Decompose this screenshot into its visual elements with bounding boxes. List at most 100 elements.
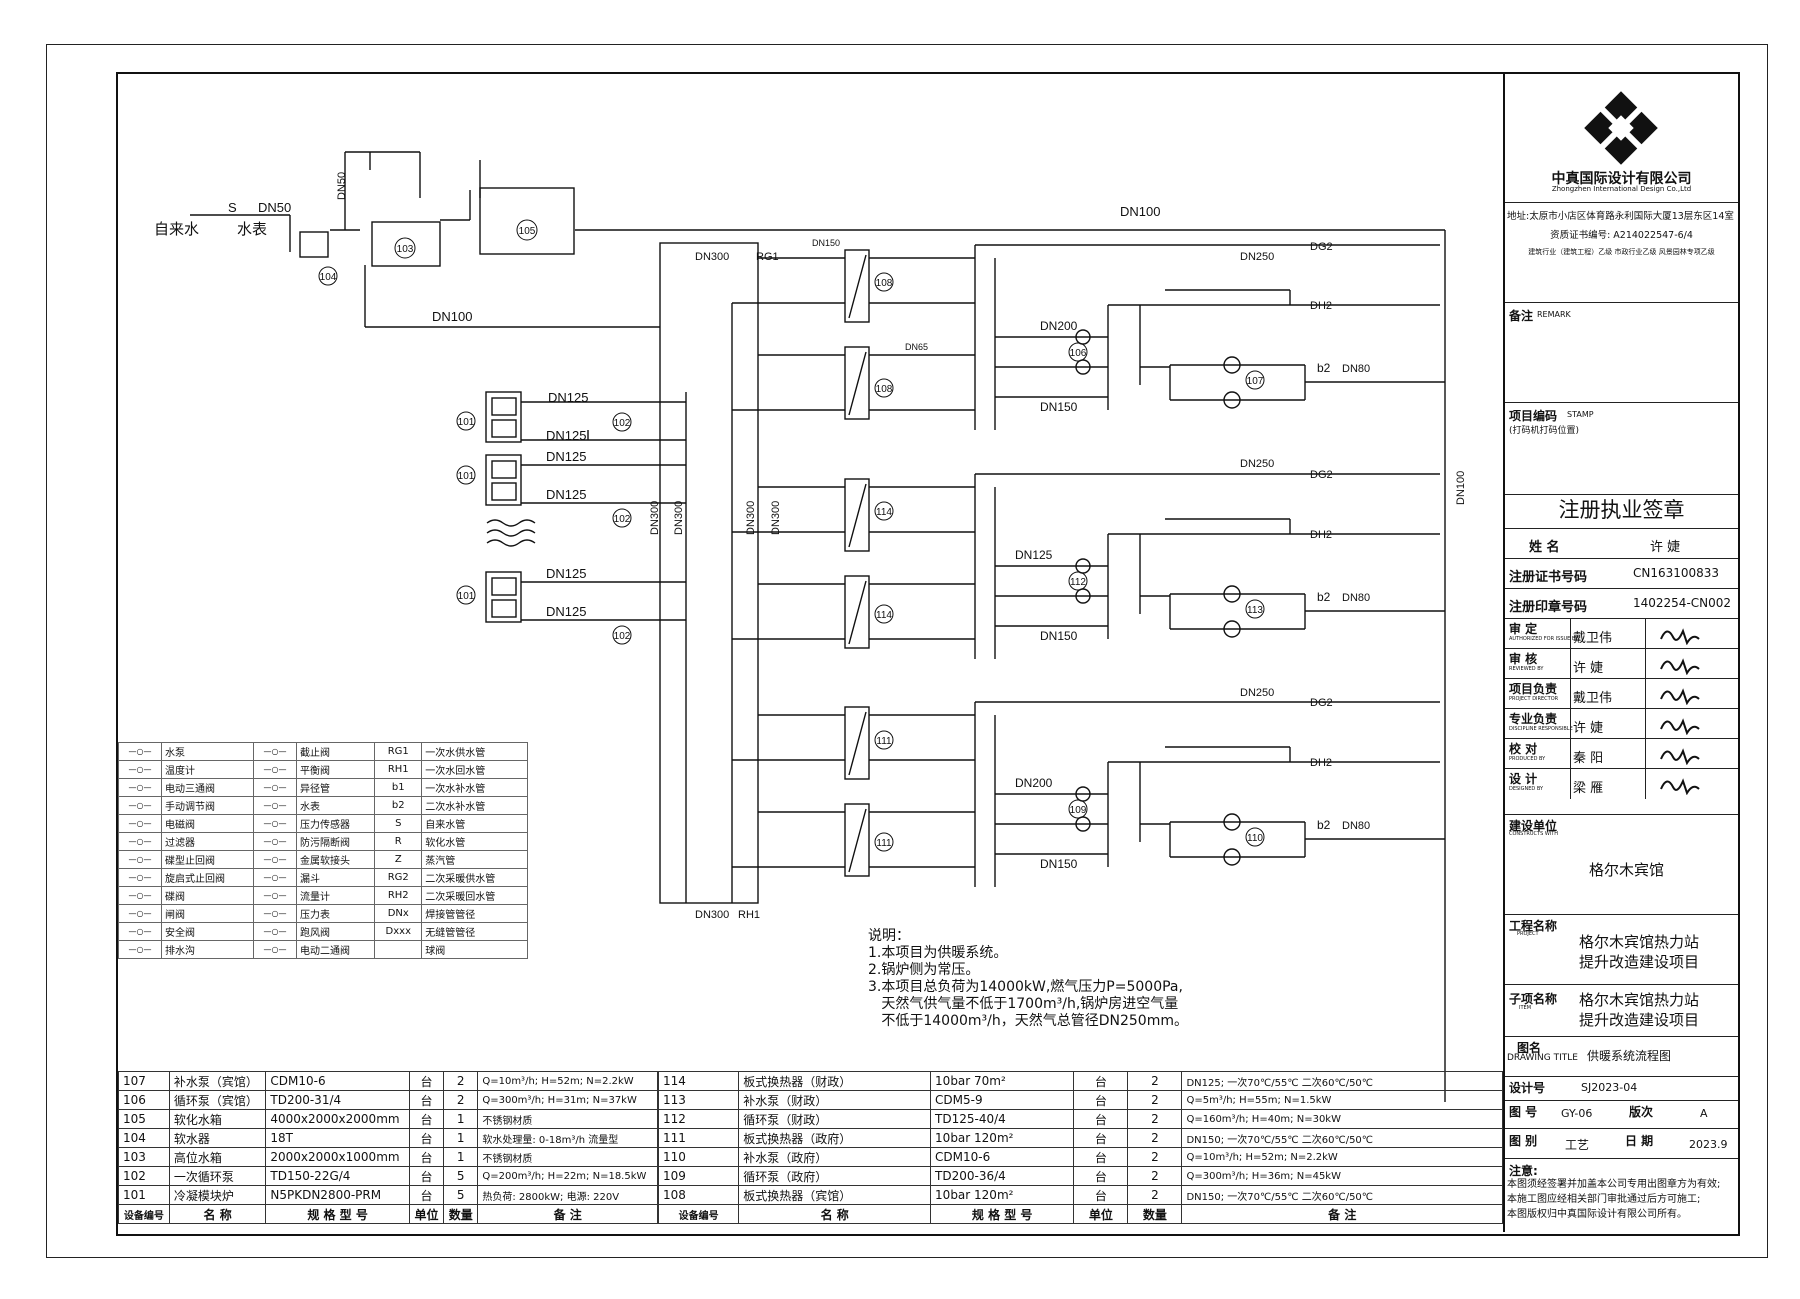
reg-cert-label: 注册证书号码 bbox=[1509, 570, 1588, 585]
equipment-cell: 10bar 120m² bbox=[930, 1128, 1075, 1148]
dn200-label-1: DN200 bbox=[1040, 319, 1078, 333]
hx-hotel-id-1: 108 bbox=[876, 278, 893, 289]
dg2-label-1: DG2 bbox=[1310, 241, 1333, 253]
hx-gov-id-1: 111 bbox=[876, 736, 892, 747]
legend-text: 自来水管 bbox=[421, 814, 528, 833]
equipment-header-cell: 单位 bbox=[1073, 1204, 1129, 1224]
equipment-header-cell: 备 注 bbox=[477, 1204, 658, 1224]
legend-text: R bbox=[374, 832, 423, 851]
legend-text: b2 bbox=[374, 796, 423, 815]
reg-cert-row: 注册证书号码 CN163100833 bbox=[1505, 558, 1738, 589]
equipment-cell: 循环泵（政府） bbox=[738, 1166, 932, 1186]
item-en: ITEM bbox=[1519, 1005, 1532, 1011]
signature-icon bbox=[1660, 778, 1700, 795]
approval-en: DISCIPLINE RESPONSIBLE bbox=[1509, 726, 1573, 732]
legend-text: 一次水回水管 bbox=[421, 760, 528, 779]
approval-divider bbox=[1570, 709, 1571, 739]
approval-label: 审 核 bbox=[1509, 652, 1538, 666]
legend-text: 软化水管 bbox=[421, 832, 528, 851]
legend-text: 金属软接头 bbox=[295, 850, 376, 869]
rg1-label: RG1 bbox=[756, 251, 779, 263]
approval-name: 梁 雁 bbox=[1573, 781, 1604, 796]
item-label: 子项名称 bbox=[1509, 992, 1558, 1006]
project-code-note: (打码机打码位置) bbox=[1509, 426, 1580, 436]
equipment-cell: TD150-22G/4 bbox=[265, 1166, 410, 1186]
drawing-en: DRAWING TITLE bbox=[1507, 1053, 1578, 1063]
equipment-cell: 110 bbox=[657, 1147, 740, 1167]
approval-en: REVIEWED BY bbox=[1509, 666, 1544, 672]
equipment-cell: 105 bbox=[118, 1109, 170, 1129]
reg-cert-value: CN163100833 bbox=[1633, 566, 1720, 580]
equipment-cell: 10bar 70m² bbox=[930, 1071, 1075, 1091]
company-certificate: 资质证书编号: A214022547-6/4 bbox=[1550, 230, 1693, 241]
dn125-label-5: DN125 bbox=[546, 566, 586, 581]
legend-text: S bbox=[374, 814, 423, 833]
equipment-cell: 台 bbox=[408, 1185, 445, 1205]
equipment-cell: DN150; 一次70℃/55℃ 二次60℃/50℃ bbox=[1181, 1185, 1503, 1205]
equipment-header-row: 设备编号名 称规 格 型 号单位数量备 注 bbox=[657, 1204, 1503, 1224]
approval-en: PROJECT DIRECTOR bbox=[1509, 696, 1559, 702]
equipment-cell: 不锈钢材质 bbox=[477, 1109, 658, 1129]
boiler-id-3: 101 bbox=[458, 591, 475, 602]
equipment-cell: 104 bbox=[118, 1128, 170, 1148]
legend-text: 手动调节阀 bbox=[161, 796, 254, 815]
dn300-vertical-4: DN300 bbox=[770, 501, 782, 535]
equipment-cell: 台 bbox=[1073, 1128, 1129, 1148]
equipment-cell: 不锈钢材质 bbox=[477, 1147, 658, 1167]
pump-hotel-id: 106 bbox=[1070, 348, 1087, 359]
pump-fin-id: 112 bbox=[1070, 577, 1086, 588]
attention-line: 本施工图应经相关部门审批通过后方可施工; bbox=[1507, 1194, 1701, 1205]
equipment-cell: TD200-31/4 bbox=[265, 1090, 410, 1110]
approval-en: AUTHORIZED FOR ISSUE BY bbox=[1509, 636, 1579, 642]
note-line: 1.本项目为供暖系统。 bbox=[868, 945, 1008, 961]
equipment-cell: 循环泵（财政） bbox=[738, 1109, 932, 1129]
legend-symbol-icon: —○— bbox=[253, 814, 297, 833]
legend-text bbox=[374, 940, 423, 959]
note-line: 3.本项目总负荷为14000kW,燃气压力P=5000Pa, bbox=[868, 979, 1183, 995]
equipment-cell: Q=300m³/h; H=36m; N=45kW bbox=[1181, 1166, 1503, 1186]
equipment-cell: 循环泵（宾馆） bbox=[168, 1090, 267, 1110]
equipment-cell: 软水处理量: 0-18m³/h 流量型 bbox=[477, 1128, 658, 1148]
project-row: 工程名称 PROJECT 格尔木宾馆热力站 提升改造建设项目 bbox=[1505, 914, 1738, 985]
legend-symbol-icon: —○— bbox=[253, 868, 297, 887]
legend-text: 截止阀 bbox=[295, 742, 376, 761]
category-value: 工艺 bbox=[1565, 1138, 1590, 1152]
equipment-cell: 冷凝模块炉 bbox=[168, 1185, 267, 1205]
signature-icon bbox=[1660, 748, 1700, 765]
b2-label-3: b2 bbox=[1317, 818, 1331, 832]
equipment-cell: 107 bbox=[118, 1071, 170, 1091]
legend-text: Z bbox=[374, 850, 423, 869]
legend-text: RH1 bbox=[374, 760, 423, 779]
client-label: 建设单位 bbox=[1509, 819, 1558, 833]
remark-row: 备注 REMARK bbox=[1505, 302, 1738, 403]
signature-icon bbox=[1660, 658, 1700, 675]
client-row: 建设单位 CONSTRUCTS WITH 格尔木宾馆 bbox=[1505, 814, 1738, 901]
equipment-cell: 台 bbox=[408, 1166, 445, 1186]
approval-divider bbox=[1645, 649, 1646, 679]
b2-label-2: b2 bbox=[1317, 590, 1331, 604]
equipment-cell: Q=300m³/h; H=31m; N=37kW bbox=[477, 1090, 658, 1110]
legend-text: 安全阀 bbox=[161, 922, 254, 941]
revision-value: A bbox=[1700, 1107, 1708, 1120]
attention-line: 本图须经签署并加盖本公司专用出图章方为有效; bbox=[1507, 1179, 1721, 1190]
reg-seal-value: 1402254-CN002 bbox=[1633, 596, 1732, 610]
legend-symbol-icon: —○— bbox=[118, 940, 162, 959]
dn150-label-1: DN150 bbox=[1040, 400, 1078, 414]
legend-text: RG2 bbox=[374, 868, 423, 887]
equipment-cell: 103 bbox=[118, 1147, 170, 1167]
dn300-top-label: DN300 bbox=[695, 251, 729, 263]
legend-symbol-icon: —○— bbox=[118, 814, 162, 833]
legend-text: 排水沟 bbox=[161, 940, 254, 959]
company-info: 地址:太原市小店区体育路永利国际大厦13层东区14室 资质证书编号: A2140… bbox=[1505, 202, 1738, 275]
client-en: CONSTRUCTS WITH bbox=[1509, 831, 1559, 837]
pump-hotel-makeup-id: 107 bbox=[1247, 376, 1264, 387]
